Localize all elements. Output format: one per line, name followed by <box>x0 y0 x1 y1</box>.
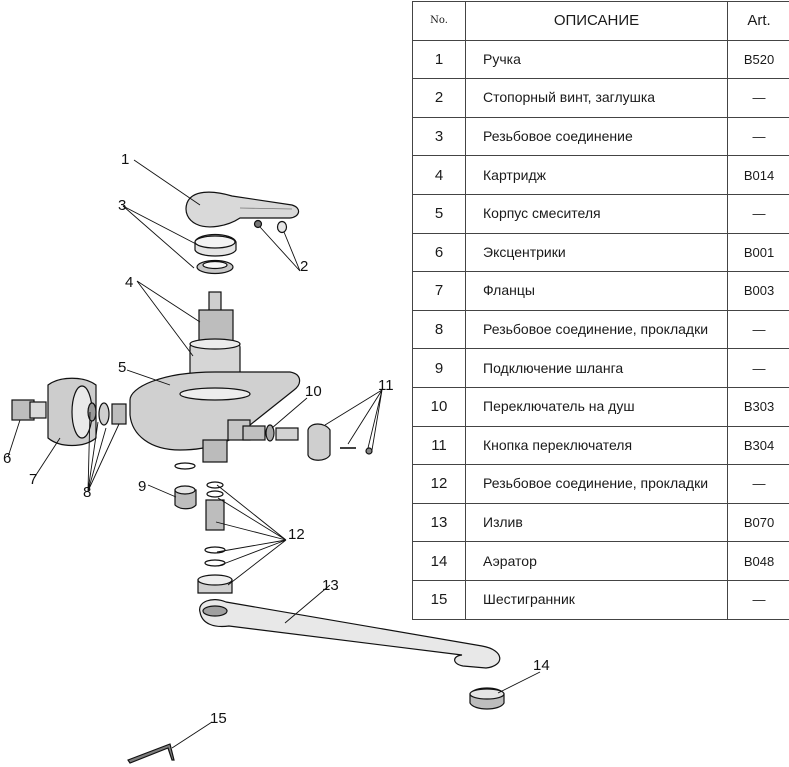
table-row: 1 Ручка B520 <box>412 39 789 80</box>
row-no: 2 <box>412 78 466 118</box>
callout-3: 3 <box>118 197 126 214</box>
row-description: Аэратор <box>465 541 728 581</box>
threaded-ring-icon <box>194 233 237 275</box>
row-art: B304 <box>727 425 789 466</box>
row-description: Резьбовое соединение, прокладки <box>465 309 728 350</box>
row-art: B048 <box>727 541 789 581</box>
callout-2: 2 <box>300 258 308 275</box>
table-row: 14 Аэратор B048 <box>412 541 789 581</box>
flange-icon <box>47 377 97 447</box>
callout-9: 9 <box>138 478 146 495</box>
mixer-body-icon <box>129 371 301 463</box>
row-art: B520 <box>727 39 789 80</box>
cartridge-icon <box>189 291 241 377</box>
callout-1: 1 <box>121 151 129 168</box>
row-description: Излив <box>465 502 728 543</box>
table-row: 2 Стопорный винт, заглушка — <box>412 78 789 118</box>
row-description: Резьбовое соединение <box>465 116 728 157</box>
table-row: 3 Резьбовое соединение — <box>412 116 789 157</box>
row-description: Ручка <box>465 39 728 80</box>
diverter-knob-icon <box>307 423 373 461</box>
table-row: 12 Резьбовое соединение, прокладки — <box>412 464 789 504</box>
table-row: 4 Картридж B014 <box>412 155 789 195</box>
leader-lines <box>7 159 541 749</box>
screw-plug-icon <box>253 219 288 234</box>
parts-table: No. ОПИСАНИЕ Art. 1 Ручка B520 2 Стопорн… <box>412 1 789 620</box>
row-art: — <box>727 579 789 620</box>
callout-12: 12 <box>288 526 305 543</box>
row-art: B070 <box>727 502 789 543</box>
row-description: Корпус смесителя <box>465 193 728 234</box>
row-no: 11 <box>412 425 466 466</box>
row-description: Кнопка переключателя <box>465 425 728 466</box>
row-no: 12 <box>412 464 466 504</box>
table-row: 6 Эксцентрики B001 <box>412 232 789 273</box>
row-art: — <box>727 116 789 157</box>
row-art: — <box>727 193 789 234</box>
row-art: B001 <box>727 232 789 273</box>
row-no: 13 <box>412 502 466 543</box>
callout-8: 8 <box>83 484 91 501</box>
callout-11: 11 <box>378 377 394 394</box>
row-description: Стопорный винт, заглушка <box>465 78 728 118</box>
table-row: 9 Подключение шланга — <box>412 348 789 388</box>
callout-5: 5 <box>118 359 126 376</box>
header-no: No. <box>412 1 466 41</box>
header-description: ОПИСАНИЕ <box>465 1 728 41</box>
header-art: Art. <box>727 1 789 41</box>
table-header-row: No. ОПИСАНИЕ Art. <box>412 1 789 41</box>
table-row: 15 Шестигранник — <box>412 579 789 620</box>
callout-15: 15 <box>210 710 227 727</box>
table-row: 8 Резьбовое соединение, прокладки — <box>412 309 789 350</box>
callout-labels: 1 2 3 4 5 6 7 8 9 10 11 12 13 14 15 <box>3 151 550 727</box>
callout-6: 6 <box>3 450 11 467</box>
row-art: B014 <box>727 155 789 195</box>
row-description: Подключение шланга <box>465 348 728 388</box>
row-no: 1 <box>412 39 466 80</box>
row-description: Картридж <box>465 155 728 195</box>
row-no: 14 <box>412 541 466 581</box>
aerator-icon <box>469 687 505 710</box>
row-no: 15 <box>412 579 466 620</box>
callout-13: 13 <box>322 577 339 594</box>
row-art: B303 <box>727 386 789 427</box>
row-description: Шестигранник <box>465 579 728 620</box>
row-description: Переключатель на душ <box>465 386 728 427</box>
row-description: Резьбовое соединение, прокладки <box>465 464 728 504</box>
row-no: 10 <box>412 386 466 427</box>
row-art: — <box>727 78 789 118</box>
row-description: Эксцентрики <box>465 232 728 273</box>
handle-icon <box>185 191 300 228</box>
table-row: 10 Переключатель на душ B303 <box>412 386 789 427</box>
row-no: 5 <box>412 193 466 234</box>
row-no: 4 <box>412 155 466 195</box>
hose-connector-icon <box>174 462 197 510</box>
callout-7: 7 <box>29 471 37 488</box>
spout-fitting-icon <box>197 481 233 608</box>
row-art: — <box>727 309 789 350</box>
row-no: 7 <box>412 271 466 311</box>
row-art: — <box>727 348 789 388</box>
table-row: 7 Фланцы B003 <box>412 271 789 311</box>
row-art: B003 <box>727 271 789 311</box>
row-no: 9 <box>412 348 466 388</box>
row-no: 3 <box>412 116 466 157</box>
row-description: Фланцы <box>465 271 728 311</box>
callout-10: 10 <box>305 383 322 400</box>
row-no: 8 <box>412 309 466 350</box>
callout-14: 14 <box>533 657 550 674</box>
eccentric-icon <box>11 399 47 421</box>
table-row: 11 Кнопка переключателя B304 <box>412 425 789 466</box>
row-art: — <box>727 464 789 504</box>
diverter-icon <box>242 424 299 442</box>
table-row: 13 Излив B070 <box>412 502 789 543</box>
table-row: 5 Корпус смесителя — <box>412 193 789 234</box>
hex-key-icon <box>127 743 175 764</box>
row-no: 6 <box>412 232 466 273</box>
callout-4: 4 <box>125 274 133 291</box>
spout-icon <box>199 599 501 669</box>
